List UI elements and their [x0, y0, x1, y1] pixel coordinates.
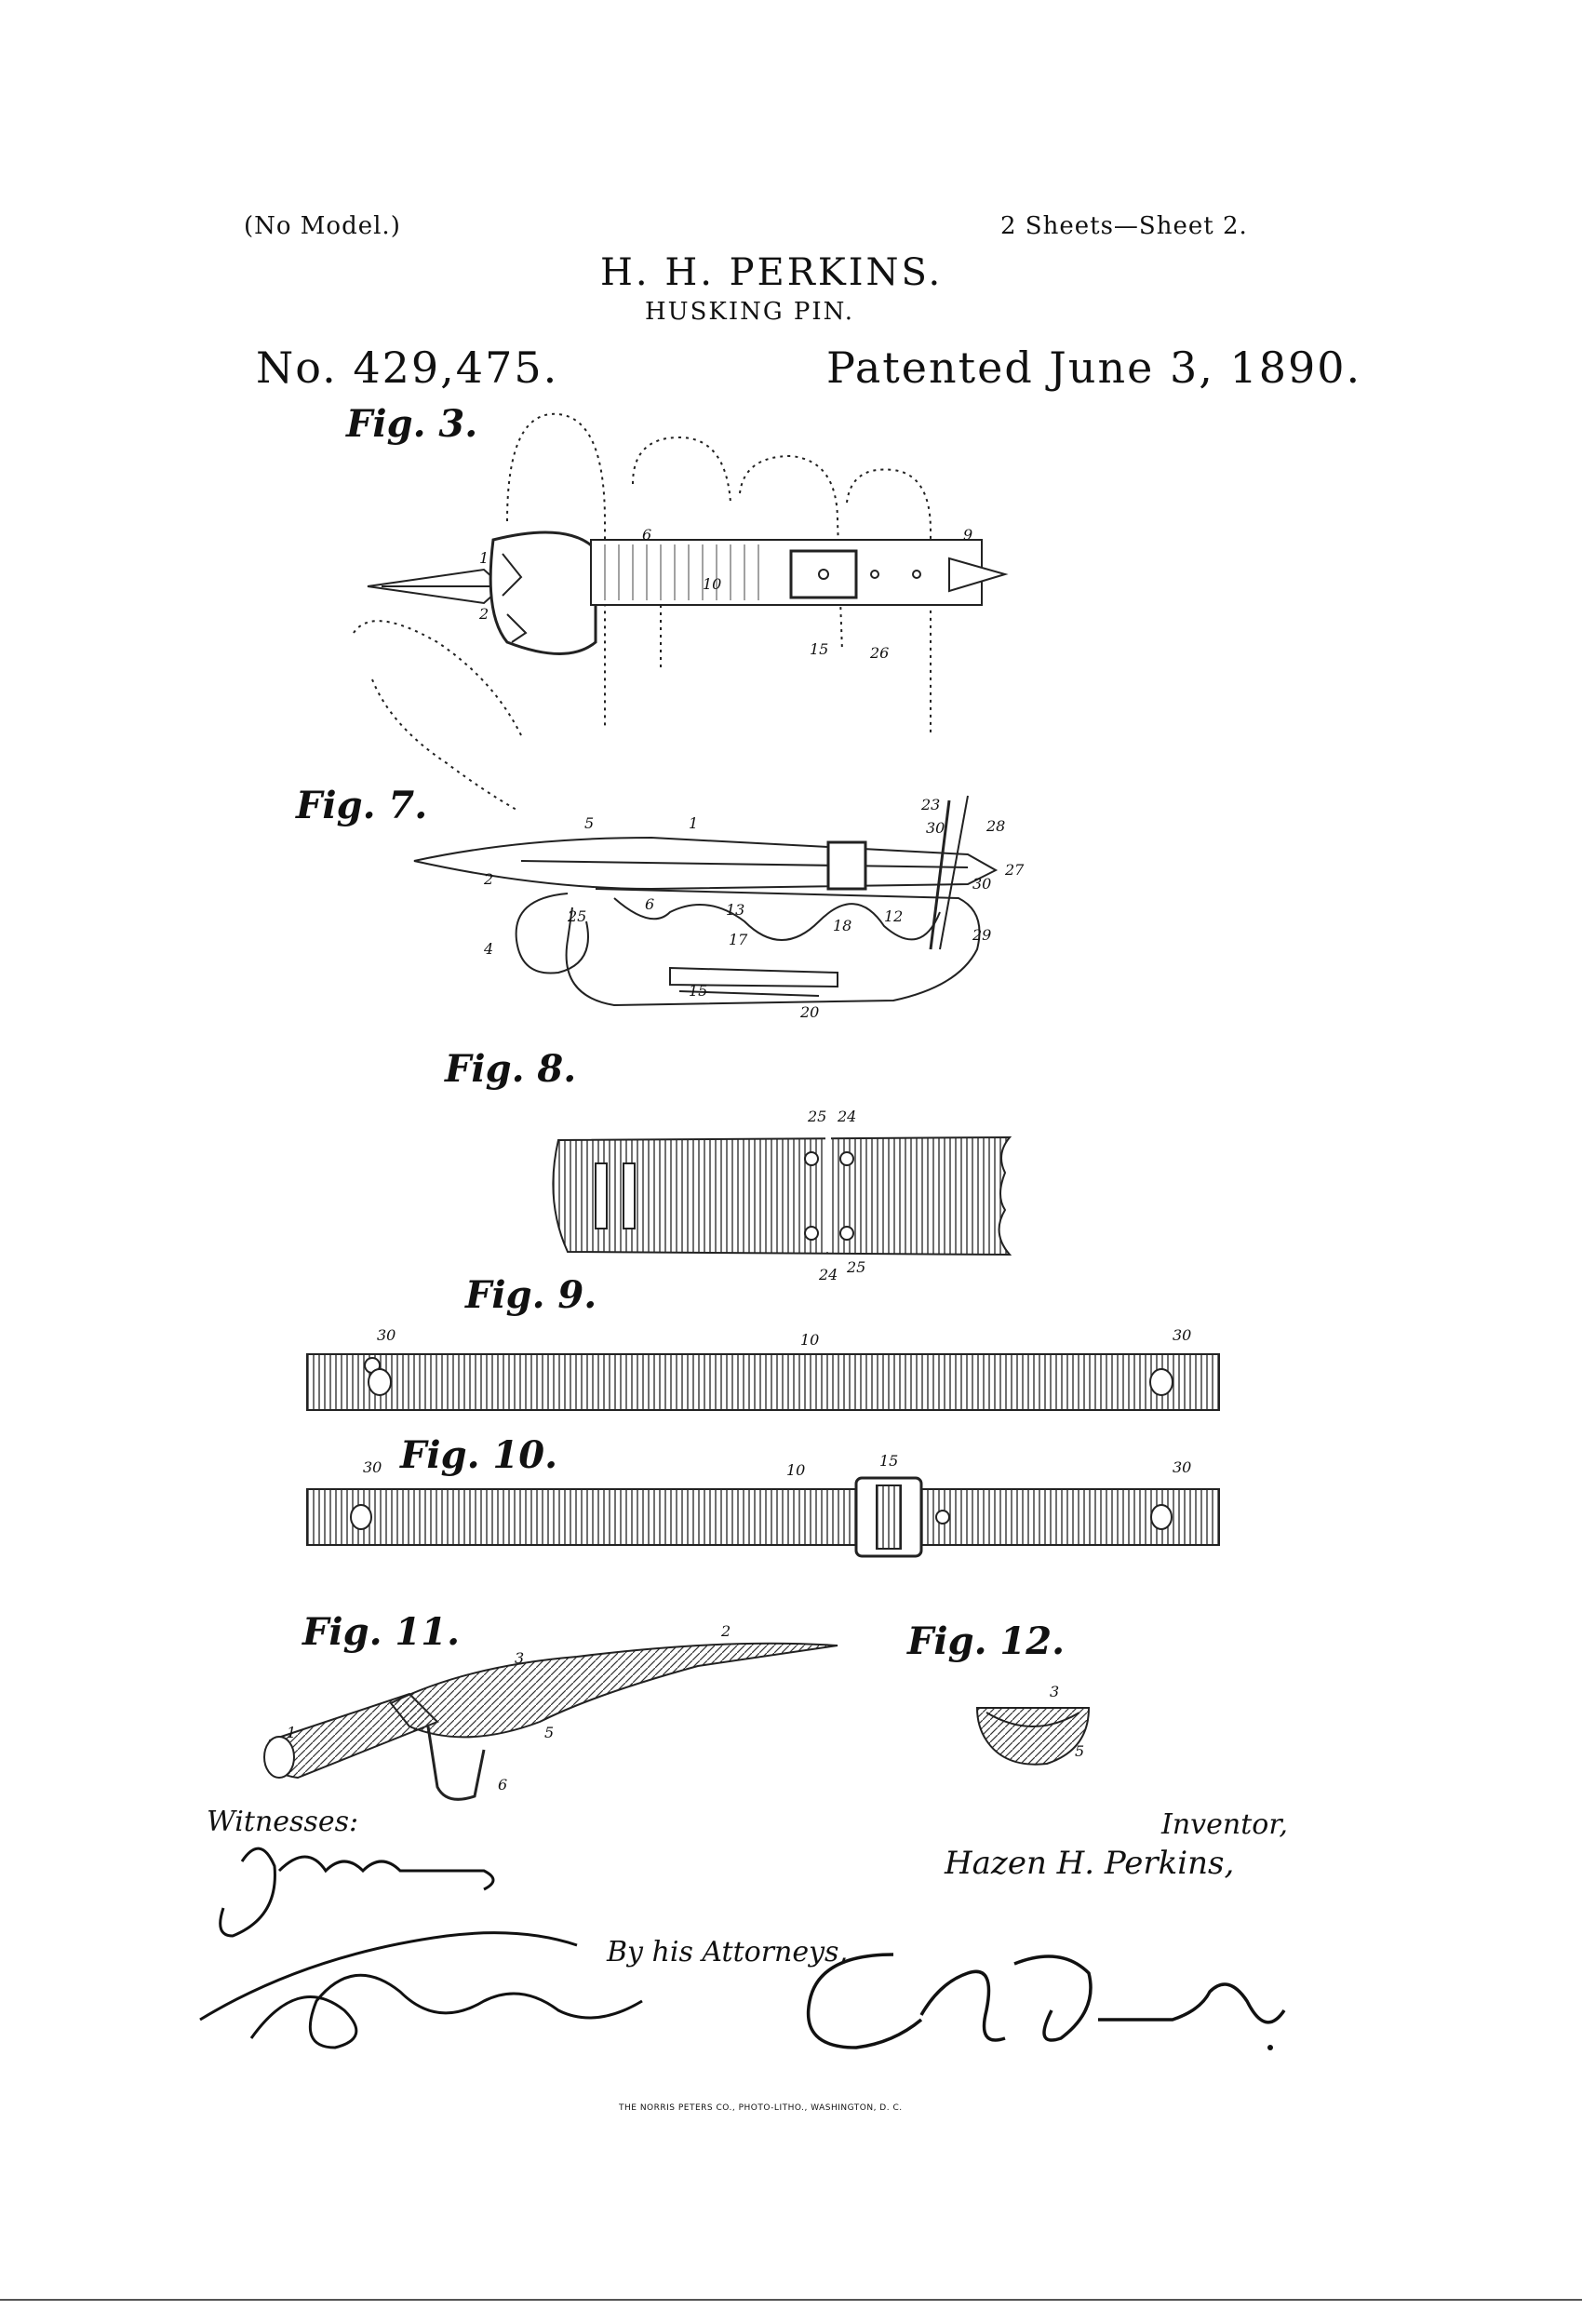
fig7-ref: 5 — [584, 814, 595, 832]
fig7-ref: 17 — [729, 931, 748, 948]
fig7-ref: 27 — [1005, 861, 1025, 879]
fig8-ref: 24 — [838, 1108, 857, 1125]
fig11-ref: 2 — [721, 1622, 731, 1640]
patent-date: Patented June 3, 1890. — [826, 343, 1362, 393]
fig3-label: Fig. 3. — [346, 402, 478, 446]
fig12-ref: 5 — [1075, 1742, 1085, 1760]
fig8-ref: 24 — [819, 1266, 838, 1283]
printer-imprint: THE NORRIS PETERS CO., PHOTO-LITHO., WAS… — [619, 2103, 903, 2113]
patent-number: No. 429,475. — [256, 343, 559, 393]
fig3-ref: 9 — [963, 526, 973, 544]
fig7-ref: 18 — [833, 917, 852, 934]
fig7-ref: 30 — [926, 819, 945, 837]
sheet-count: 2 Sheets—Sheet 2. — [1000, 212, 1248, 240]
fig7-ref: 20 — [800, 1003, 820, 1021]
fig3-ref: 15 — [810, 640, 829, 658]
patent-title: HUSKING PIN. — [645, 298, 854, 326]
fig11-ref: 6 — [498, 1776, 508, 1793]
by-attorneys-label: By his Attorneys, — [607, 1936, 848, 1968]
fig11-ref: 3 — [515, 1649, 525, 1667]
fig12-ref: 3 — [1050, 1683, 1060, 1700]
fig9-ref: 30 — [1173, 1326, 1192, 1344]
fig7-ref: 28 — [986, 817, 1006, 835]
bottom-border-line — [0, 2299, 1582, 2301]
inventor-name: H. H. PERKINS. — [600, 251, 944, 294]
inventor-label: Inventor, — [1161, 1808, 1288, 1841]
fig9-ref: 10 — [800, 1331, 820, 1349]
fig7-ref: 1 — [689, 814, 699, 832]
fig7-ref: 2 — [484, 870, 494, 888]
fig7-ref: 29 — [972, 926, 992, 944]
fig3-ref: 1 — [479, 549, 489, 567]
fig8-label: Fig. 8. — [445, 1047, 577, 1091]
fig7-ref: 13 — [726, 901, 745, 919]
fig10-ref: 10 — [786, 1461, 806, 1479]
fig9-ref: 30 — [377, 1326, 396, 1344]
inventor-signature: Hazen H. Perkins, — [945, 1845, 1235, 1882]
fig8-ref: 25 — [808, 1108, 827, 1125]
fig11-ref: 5 — [544, 1724, 555, 1741]
fig3-ref: 26 — [870, 644, 890, 662]
no-model-note: (No Model.) — [244, 212, 401, 240]
fig3-ref: 6 — [642, 526, 652, 544]
fig8-ref: 25 — [847, 1258, 866, 1276]
witnesses-label: Witnesses: — [207, 1806, 359, 1838]
fig7-ref: 15 — [689, 982, 708, 1000]
fig9-label: Fig. 9. — [465, 1273, 597, 1317]
fig7-ref: 23 — [921, 796, 941, 813]
fig10-ref: 30 — [363, 1458, 382, 1476]
fig10-ref: 15 — [879, 1452, 899, 1470]
fig10-label: Fig. 10. — [400, 1433, 558, 1477]
fig7-ref: 4 — [484, 940, 494, 958]
fig7-ref: 30 — [972, 875, 992, 893]
fig10-ref: 30 — [1173, 1458, 1192, 1476]
fig7-ref: 12 — [884, 907, 904, 925]
fig11-label: Fig. 11. — [302, 1610, 461, 1654]
fig3-ref: 10 — [703, 575, 722, 593]
fig7-ref: 25 — [568, 907, 587, 925]
fig3-ref: 2 — [479, 605, 489, 623]
fig12-label: Fig. 12. — [907, 1619, 1066, 1663]
fig7-label: Fig. 7. — [296, 784, 428, 827]
fig7-ref: 6 — [645, 895, 655, 913]
fig11-ref: 1 — [287, 1724, 297, 1741]
